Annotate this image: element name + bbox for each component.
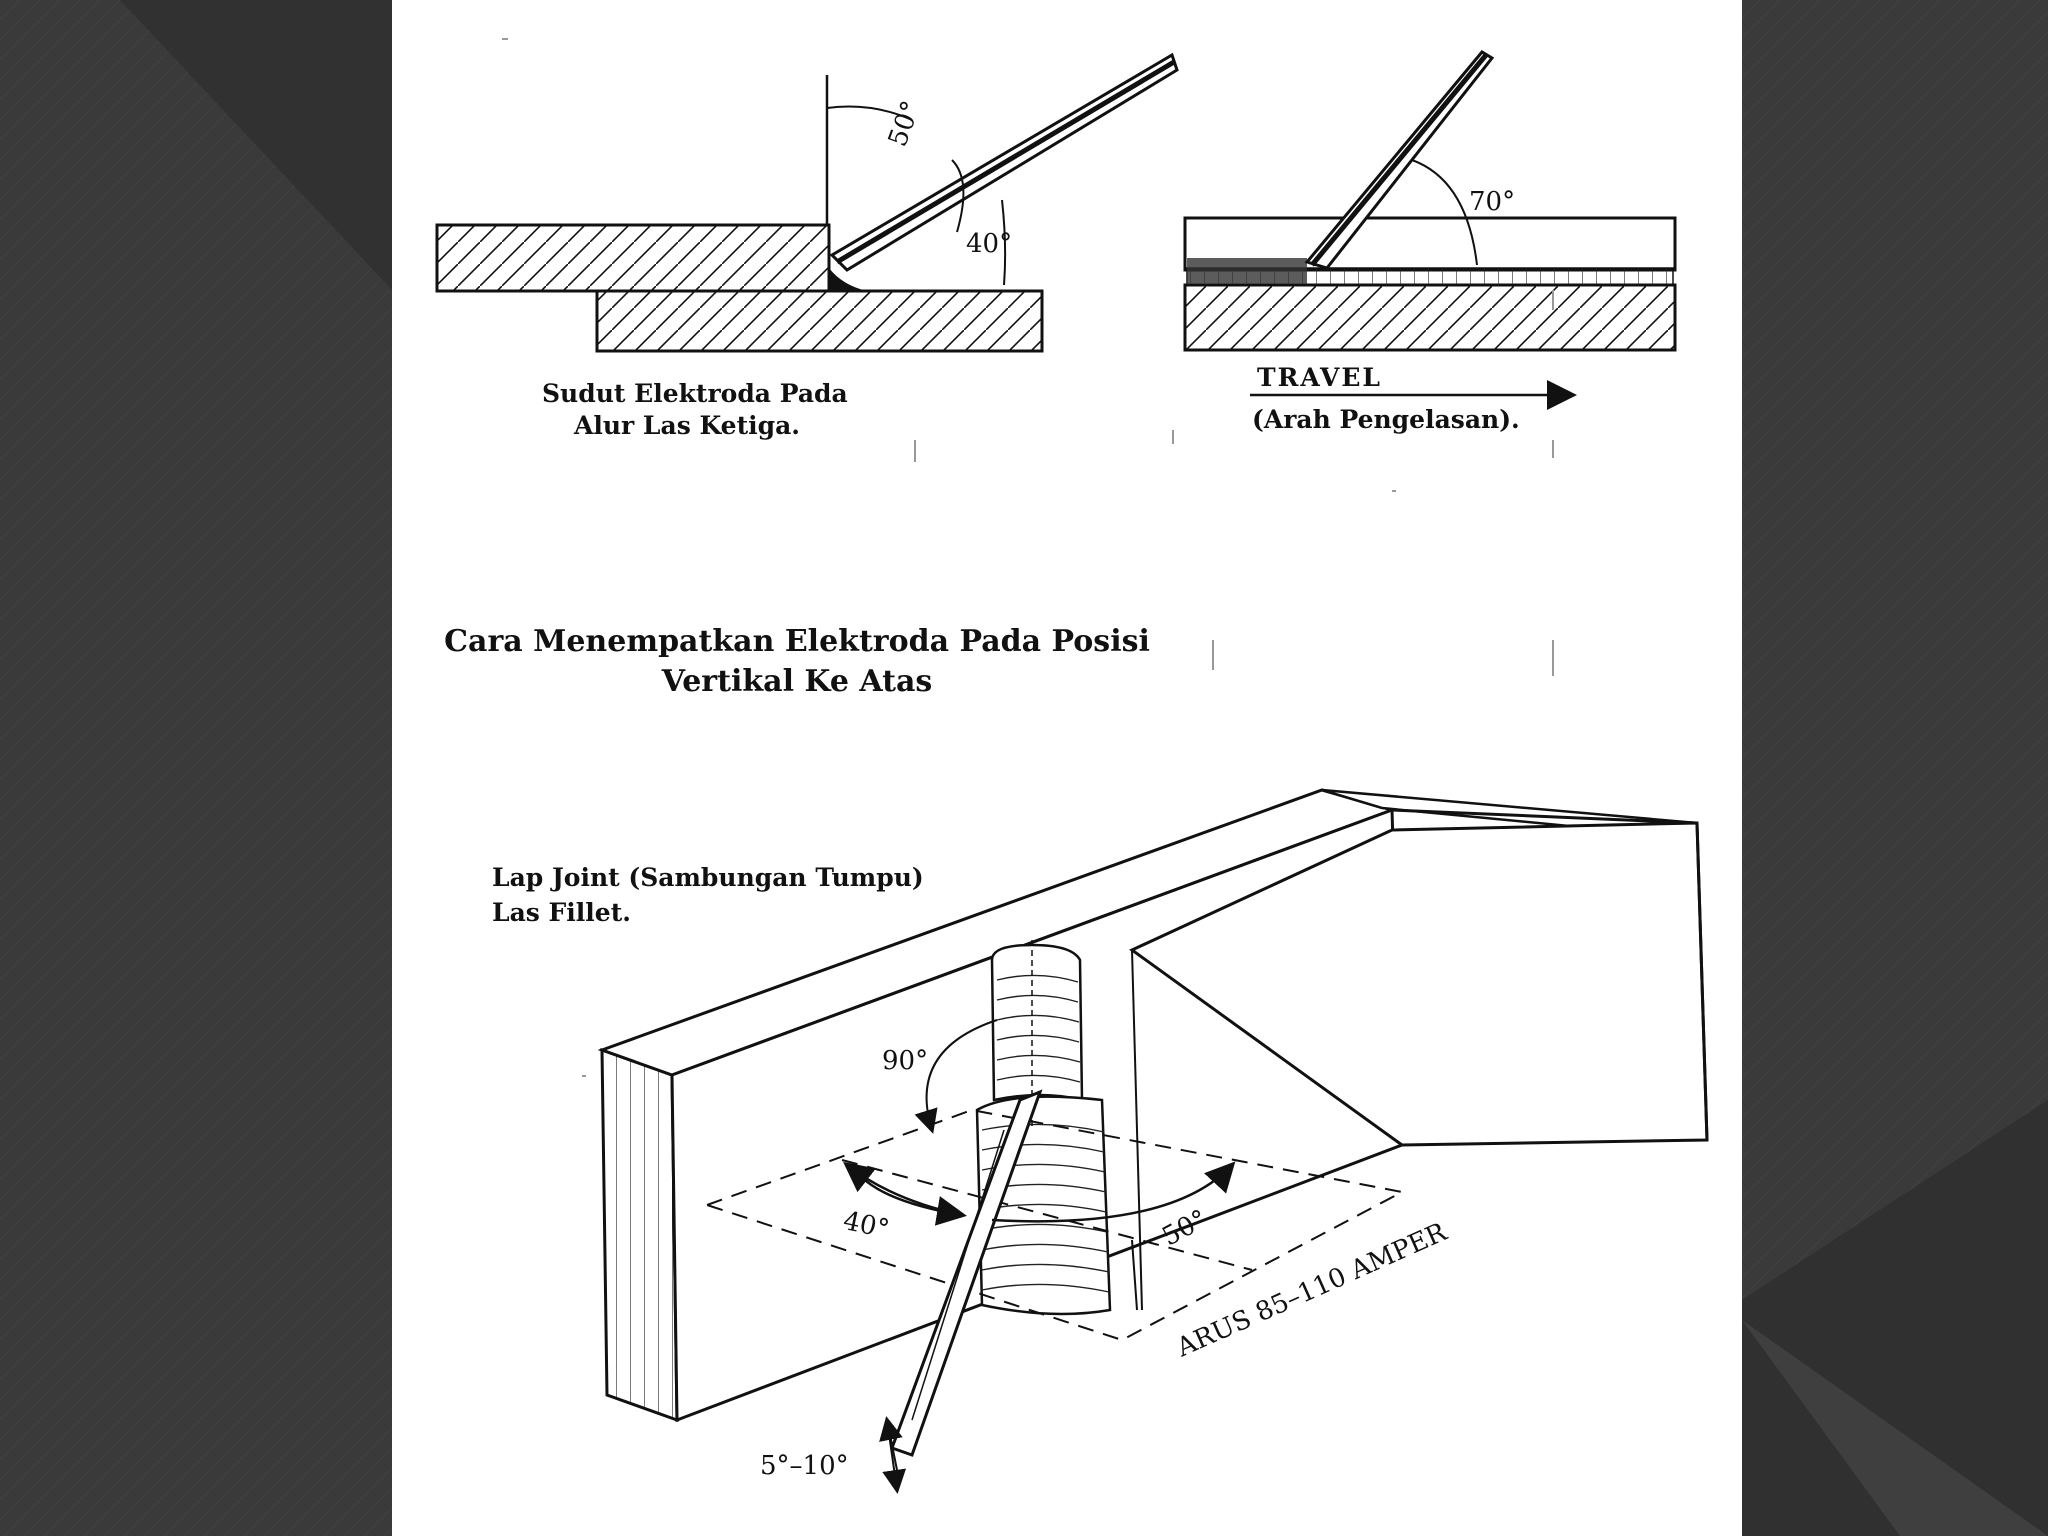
caption-line1: Sudut Elektroda Pada	[542, 379, 848, 408]
joint-label-line2: Las Fillet.	[492, 898, 631, 927]
caption-line2: Alur Las Ketiga.	[573, 411, 800, 440]
angle-90-label: 90°	[882, 1046, 929, 1076]
top-left-lap-joint-figure	[435, 52, 1179, 353]
angle-70-label: 70°	[1469, 187, 1516, 217]
angle-tilt-label: 5°–10°	[760, 1451, 849, 1481]
arc-50-3d	[991, 1161, 1236, 1223]
arc-70	[1411, 159, 1478, 266]
weld-bead	[829, 268, 867, 291]
angle-40-label: 40°	[966, 229, 1013, 259]
scan-noise	[502, 38, 1554, 1077]
top-right-travel-figure	[1183, 50, 1677, 410]
joint-label-line1: Lap Joint (Sambungan Tumpu)	[492, 863, 924, 892]
front-plate-end	[600, 1047, 679, 1423]
travel-note: (Arah Pengelasan).	[1252, 405, 1520, 434]
electrode-rod-3d	[890, 1089, 1043, 1457]
arc-40	[951, 159, 965, 233]
section-title-line2: Vertikal Ke Atas	[661, 664, 933, 699]
travel-label: TRAVEL	[1257, 363, 1382, 392]
arc-90	[914, 1019, 998, 1134]
upper-plate	[435, 223, 831, 293]
arc-50	[826, 105, 913, 121]
scanned-page: 50° 40° Sudut Elektroda Pada Alur Las Ke…	[392, 0, 1742, 1536]
lower-plate	[595, 289, 1044, 353]
section-title-line1: Cara Menempatkan Elektroda Pada Posisi	[444, 624, 1150, 659]
lower-plate-side	[1183, 283, 1677, 352]
reference-plane	[703, 1108, 1405, 1342]
bottom-vertical-joint-figure	[597, 788, 1709, 1494]
welding-drawings	[435, 38, 1709, 1494]
